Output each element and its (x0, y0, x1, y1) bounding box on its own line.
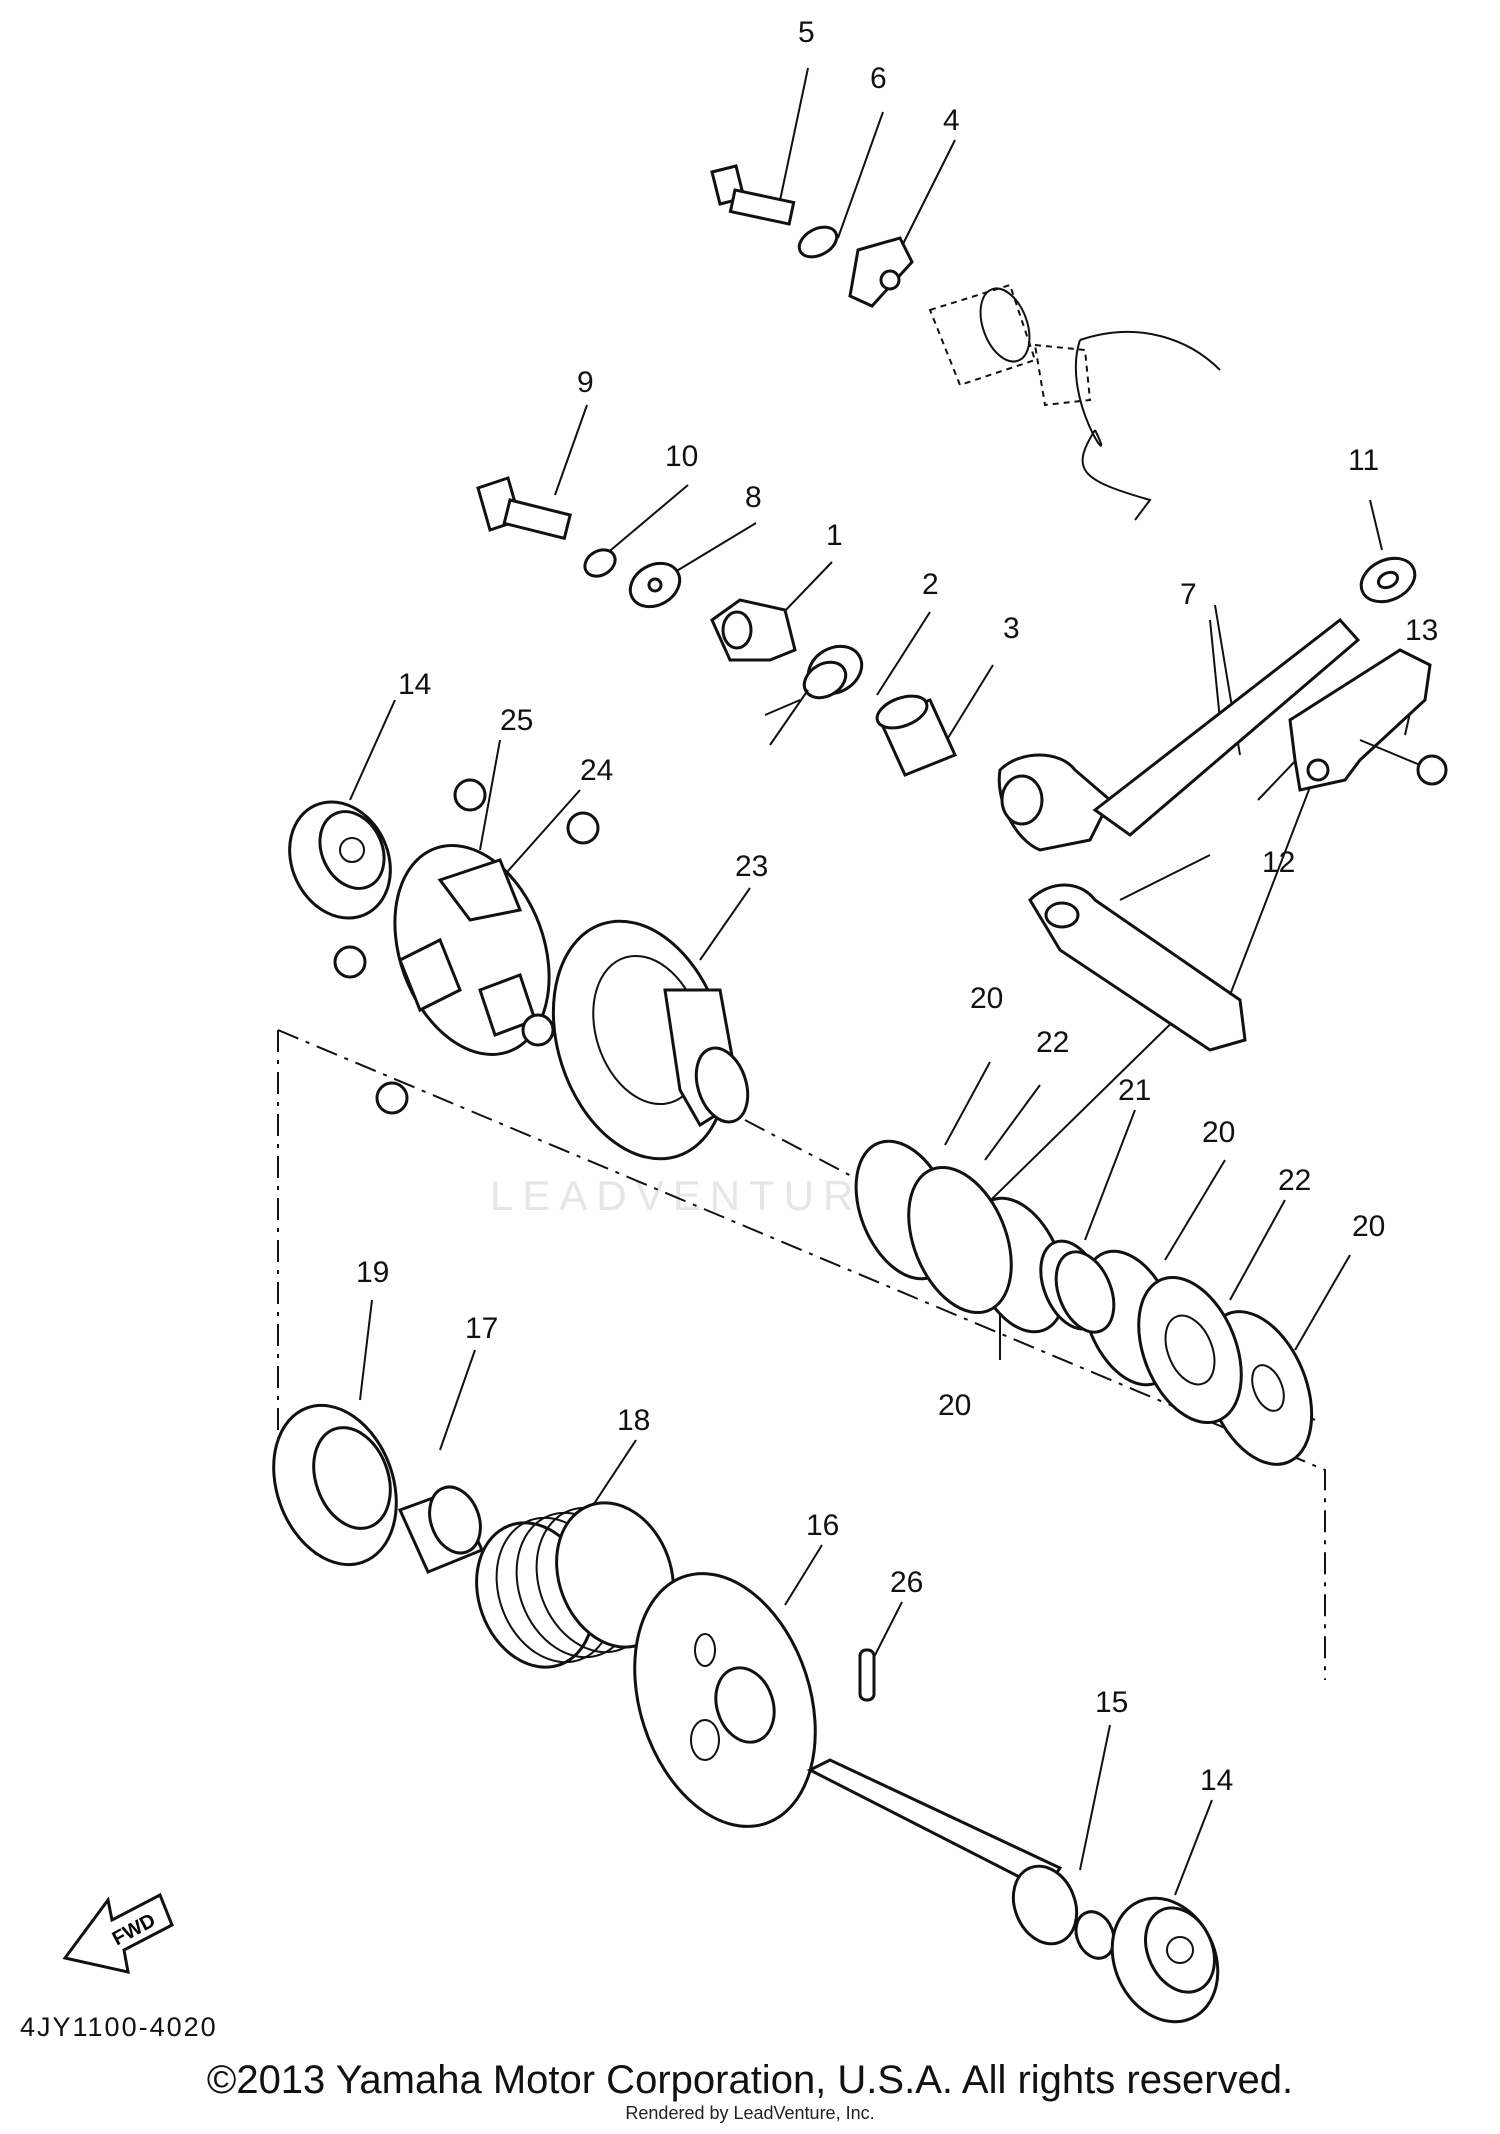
washer-10 (583, 548, 617, 578)
spring-18 (475, 1501, 675, 1669)
spring-2 (764, 644, 864, 746)
shift-arm-7 (997, 617, 1361, 1052)
callout-8: 8 (745, 481, 762, 514)
callout-14-top: 14 (398, 668, 431, 701)
seal-19 (272, 1403, 398, 1567)
watermark: LEADVENTURE (490, 1172, 899, 1219)
assembly-frame (277, 1029, 1326, 1680)
callout-25: 25 (500, 704, 533, 737)
callout-20-d: 20 (938, 1389, 971, 1422)
callout-3: 3 (1003, 612, 1020, 645)
bolt-5 (710, 164, 796, 226)
spring-21 (1039, 1239, 1116, 1334)
callout-5: 5 (798, 16, 815, 49)
collar-17 (397, 1485, 485, 1574)
callout-7: 7 (1180, 578, 1197, 611)
callout-17: 17 (465, 1312, 498, 1345)
plate-12 (1288, 648, 1432, 792)
callout-6: 6 (870, 62, 887, 95)
nut-4 (848, 236, 914, 308)
bolt-9 (476, 476, 572, 541)
kick-shaft-15 (806, 1758, 1116, 1960)
callout-11: 11 (1348, 444, 1379, 477)
callout-26: 26 (890, 1566, 923, 1599)
callout-20-b: 20 (1202, 1116, 1235, 1149)
gear-23 (551, 919, 750, 1161)
callout-18: 18 (617, 1404, 650, 1437)
lever-1 (710, 598, 797, 662)
callout-4: 4 (943, 104, 960, 137)
collar-3 (875, 694, 958, 777)
starter-motor (928, 283, 1221, 521)
callout-1: 1 (826, 519, 843, 552)
callout-16: 16 (806, 1509, 839, 1542)
callout-22-a: 22 (1036, 1026, 1069, 1059)
callout-13: 13 (1405, 614, 1438, 647)
callout-15: 15 (1095, 1686, 1128, 1719)
callout-20-a: 20 (970, 982, 1003, 1015)
callout-20-c: 20 (1352, 1210, 1385, 1243)
collar-11 (1359, 556, 1417, 604)
washer-8 (628, 561, 682, 609)
rendered-by-credit: Rendered by LeadVenture, Inc. (625, 2103, 875, 2123)
bearing-14-bottom (1110, 1896, 1220, 2024)
callout-21: 21 (1118, 1074, 1151, 1107)
callout-numbers: 5 6 4 9 10 8 1 2 3 7 11 13 12 14 25 24 2… (356, 16, 1438, 1797)
screw-13 (1359, 739, 1448, 786)
callout-14-bottom: 14 (1200, 1764, 1233, 1797)
ratchet-24 (393, 844, 551, 1056)
callout-23: 23 (735, 850, 768, 883)
washer-6 (797, 225, 839, 259)
diagram-code: 4JY1100-4020 (20, 2012, 218, 2042)
fwd-arrow-icon: FWD (62, 1892, 174, 1974)
friction-plate-22 (907, 1165, 1243, 1425)
callout-12: 12 (1262, 846, 1295, 879)
callout-10: 10 (665, 440, 698, 473)
callout-22-b: 22 (1278, 1164, 1311, 1197)
gear-16 (633, 1572, 817, 1828)
callout-19: 19 (356, 1256, 389, 1289)
bearing-14-top (288, 800, 392, 920)
callout-24: 24 (580, 754, 613, 787)
pin-26 (858, 1648, 876, 1702)
ball-25 (333, 778, 600, 1115)
callout-9: 9 (577, 366, 594, 399)
copyright-notice: ©2013 Yamaha Motor Corporation, U.S.A. A… (206, 2058, 1294, 2102)
callout-2: 2 (922, 568, 939, 601)
